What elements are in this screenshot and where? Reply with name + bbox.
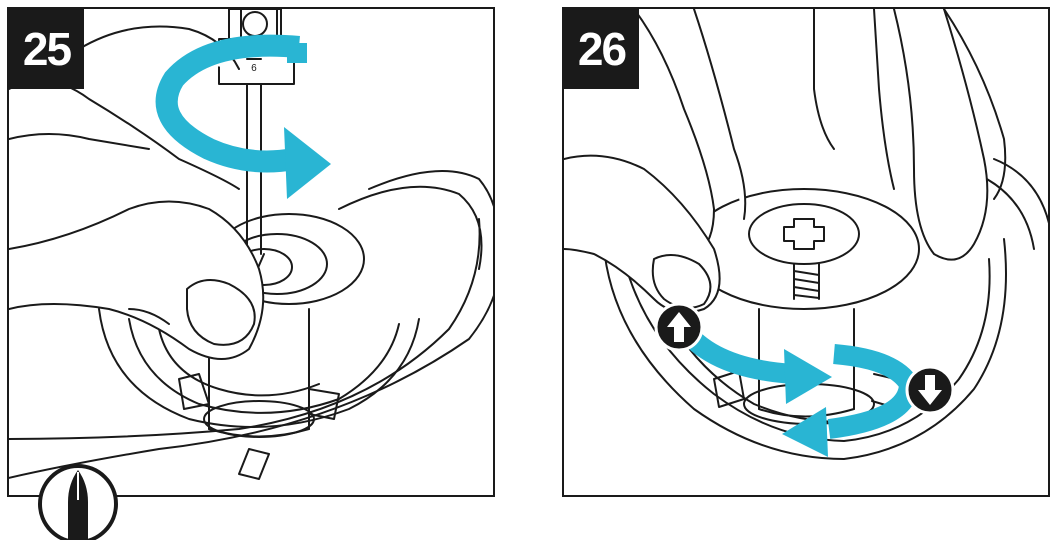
step-number-badge: 25 (9, 9, 84, 89)
step-25-illustration: 16 9 (9, 9, 493, 480)
tool-size-bottom: 9 (251, 61, 257, 72)
step-25-panel: 25 16 9 (7, 7, 495, 497)
arrow-down-icon (905, 365, 955, 415)
clockwise-rotation-arrow (155, 34, 331, 199)
arrow-up-icon (654, 302, 704, 352)
step-number-badge: 26 (564, 9, 639, 89)
step-26-panel: 26 (562, 7, 1050, 497)
step-26-illustration (564, 9, 1048, 460)
direction-indicators (654, 302, 955, 415)
phillips-screwdriver-tip-icon (36, 462, 120, 540)
